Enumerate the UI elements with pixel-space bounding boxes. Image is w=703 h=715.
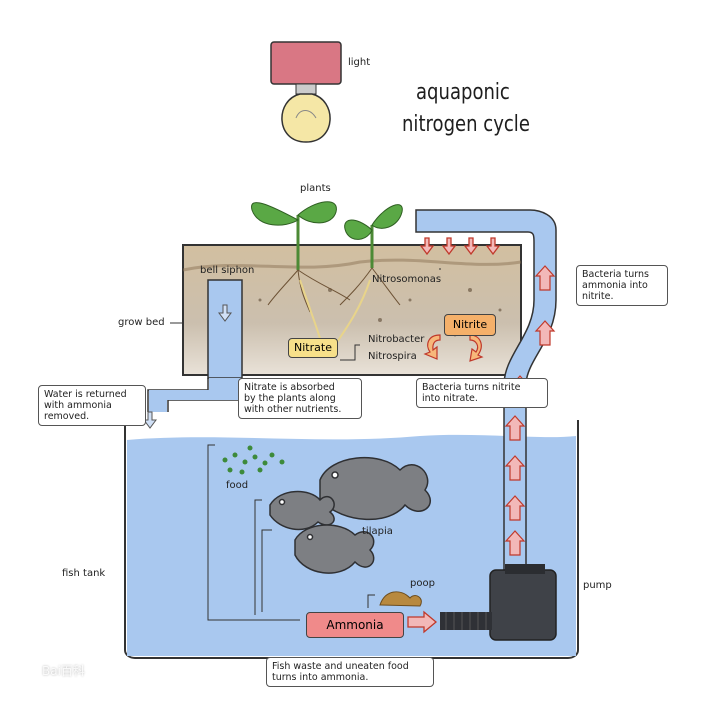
spray-arrows [419,237,501,256]
seedling-icon [251,201,403,346]
watermark: Bai百科 [42,664,85,678]
ammonia-label: Ammonia [306,612,404,638]
note-water-returned: Water is returned with ammonia removed. [38,385,146,426]
label-tilapia: tilapia [362,526,393,537]
title-line2: nitrogen cycle [402,112,530,137]
pump-icon [440,564,557,641]
title-line1: aquaponic [416,80,510,105]
nitrate-label: Nitrate [288,338,338,358]
label-pump: pump [583,580,612,591]
note-fish-waste: Fish waste and uneaten food turns into a… [266,657,434,687]
bell-siphon-pipe [147,279,243,412]
label-food: food [226,480,249,491]
food-pellets [222,445,285,475]
poop-icon [379,591,422,607]
ammonia-arrow [407,610,438,634]
label-nitrosomonas: Nitrosomonas [372,274,442,285]
label-nitrobacter: Nitrobacter [368,334,425,345]
label-poop: poop [410,578,435,589]
nitrite-arrows [423,334,484,362]
label-fish-tank: fish tank [62,568,106,579]
leader-lines [170,268,441,621]
label-bell-siphon: bell siphon [200,265,255,276]
note-nitrate-absorbed: Nitrate is absorbed by the plants along … [238,378,362,419]
label-plants: plants [300,183,331,194]
label-light: light [348,57,371,68]
label-nitrospira: Nitrospira [368,351,417,362]
fish-icon [269,457,431,574]
siphon-arrows [143,304,232,429]
nitrite-label: Nitrite [444,314,496,336]
note-bacteria-ammonia-nitrite: Bacteria turns ammonia into nitrite. [576,265,668,306]
label-grow-bed: grow bed [118,317,165,328]
note-bacteria-nitrite-nitrate: Bacteria turns nitrite into nitrate. [416,378,548,408]
lightbulb-icon [270,41,342,143]
